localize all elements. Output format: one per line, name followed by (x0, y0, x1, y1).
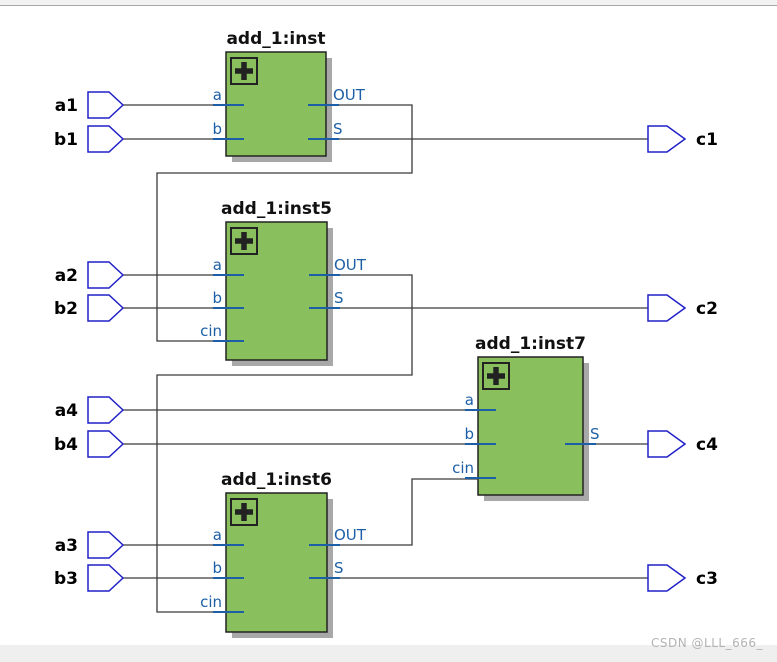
pin-label-inst-a: a (213, 86, 222, 104)
output-port-c1[interactable] (647, 125, 687, 153)
wire-carry-inst6-to-inst7-cin[interactable] (327, 478, 478, 546)
pin-label-inst5-a: a (213, 256, 222, 274)
adder-plus-icon-box-inst (230, 57, 258, 85)
input-port-b1[interactable] (87, 125, 125, 153)
adder-plus-icon-inst7 (487, 367, 505, 385)
pin-label-inst7-a: a (465, 391, 474, 409)
output-port-c3[interactable] (647, 564, 687, 592)
adder-plus-icon-inst5 (235, 232, 253, 250)
top-window-divider (0, 0, 777, 6)
adder-plus-icon-box-inst7 (482, 362, 510, 390)
pin-label-inst7-S: S (590, 425, 600, 443)
input-port-b2[interactable] (87, 294, 125, 322)
input-port-a4[interactable] (87, 396, 125, 424)
block-title-inst: add_1:inst (226, 29, 325, 49)
input-port-a3[interactable] (87, 531, 125, 559)
block-title-inst5: add_1:inst5 (221, 199, 332, 219)
input-port-b3[interactable] (87, 564, 125, 592)
input-port-label-b2: b2 (54, 299, 78, 319)
pin-label-inst6-b: b (212, 559, 222, 577)
pin-label-inst5-b: b (212, 289, 222, 307)
input-port-a1[interactable] (87, 91, 125, 119)
adder-plus-icon-box-inst6 (230, 498, 258, 526)
block-title-inst7: add_1:inst7 (475, 334, 586, 354)
pin-label-inst-S: S (333, 120, 343, 138)
output-port-label-c3: c3 (696, 569, 718, 589)
watermark-text: CSDN @LLL_666_ (651, 636, 763, 650)
pin-label-inst6-a: a (213, 526, 222, 544)
pin-label-inst7-cin: cin (452, 459, 474, 477)
wire-carry-inst-to-inst5-cin[interactable] (156, 104, 413, 342)
pin-label-inst-b: b (212, 120, 222, 138)
input-port-a2[interactable] (87, 261, 125, 289)
pin-label-inst5-OUT: OUT (334, 256, 367, 274)
input-port-label-b3: b3 (54, 569, 78, 589)
wire-carry-inst5-to-inst6-cin[interactable] (156, 274, 413, 613)
input-port-b4[interactable] (87, 430, 125, 458)
block-title-inst6: add_1:inst6 (221, 470, 332, 490)
input-port-label-a3: a3 (55, 536, 78, 556)
pin-label-inst5-S: S (334, 289, 344, 307)
adder-plus-icon-inst (235, 62, 253, 80)
input-port-label-b1: b1 (54, 130, 78, 150)
input-port-label-b4: b4 (54, 435, 78, 455)
output-port-label-c1: c1 (696, 130, 718, 150)
input-port-label-a4: a4 (55, 401, 78, 421)
pin-label-inst5-cin: cin (200, 322, 222, 340)
pin-label-inst6-S: S (334, 559, 344, 577)
pin-label-inst-OUT: OUT (333, 86, 366, 104)
bottom-status-strip (0, 645, 777, 662)
input-port-label-a1: a1 (55, 96, 78, 116)
pin-label-inst6-OUT: OUT (334, 526, 367, 544)
pin-label-inst6-cin: cin (200, 593, 222, 611)
output-port-label-c4: c4 (696, 435, 718, 455)
input-port-label-a2: a2 (55, 266, 78, 286)
output-port-c2[interactable] (647, 294, 687, 322)
module-block-inst5[interactable] (225, 221, 328, 361)
adder-plus-icon-inst6 (235, 503, 253, 521)
pin-label-inst7-b: b (464, 425, 474, 443)
output-port-c4[interactable] (647, 430, 687, 458)
output-port-label-c2: c2 (696, 299, 718, 319)
adder-plus-icon-box-inst5 (230, 227, 258, 255)
